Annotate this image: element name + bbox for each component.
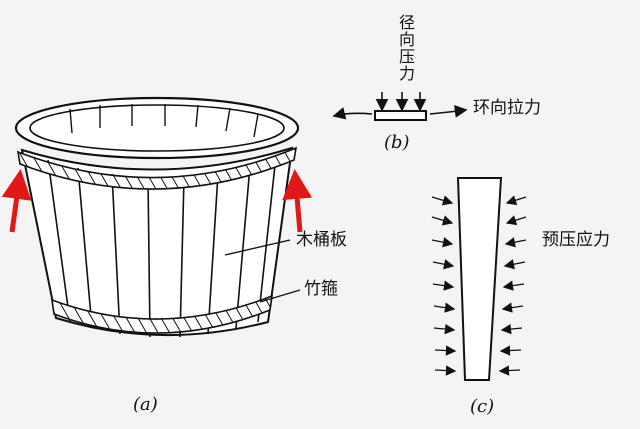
prestress-arrows-left (431, 195, 457, 376)
stave-section (374, 110, 427, 121)
bucket-inner-staves (69, 104, 259, 138)
leader-stave (224, 239, 291, 256)
label-prestress: 预压应力 (542, 230, 610, 250)
bucket (14, 96, 300, 338)
label-stave: 木桶板 (296, 230, 347, 250)
label-radial-pressure: 径向压力 (396, 14, 415, 82)
caption-a: (a) (133, 394, 158, 415)
red-arrow-right (282, 169, 313, 233)
label-hoop-tension: 环向拉力 (473, 98, 541, 118)
hoop-bottom (51, 294, 273, 334)
bucket-staves (47, 155, 277, 338)
leader-hoop (259, 289, 301, 303)
panel-c (431, 177, 527, 381)
label-hoop: 竹箍 (304, 279, 338, 299)
caption-b: (b) (384, 132, 410, 153)
red-arrow-left (1, 169, 32, 233)
caption-c: (c) (470, 396, 495, 417)
hoop-top (16, 146, 298, 190)
bucket-body (20, 146, 294, 337)
bucket-rim-inner (29, 104, 285, 152)
prestress-arrows-right (498, 195, 527, 376)
stave-tapered (456, 177, 503, 381)
panel-b (332, 92, 468, 121)
